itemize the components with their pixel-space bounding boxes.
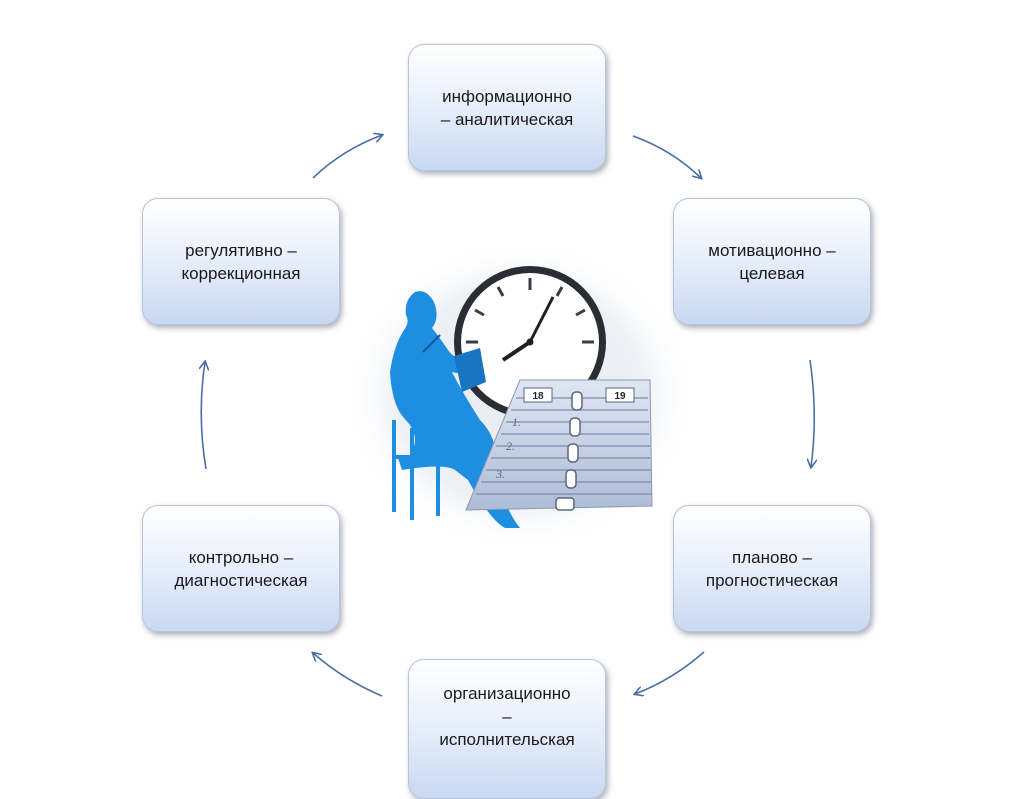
node-label: контрольно – диагностическая [174, 547, 308, 590]
cycle-arrows [0, 0, 1024, 697]
arrow-bottom-to-bottomleft [313, 653, 383, 697]
arrow-topleft-to-top [312, 135, 382, 179]
node-organizational-executive: организационно – исполнительская [408, 659, 606, 799]
node-label: регулятивно – коррекционная [181, 240, 301, 283]
node-control-diagnostic: контрольно – диагностическая [142, 505, 340, 632]
node-information-analytical: информационно – аналитическая [408, 44, 606, 171]
list-item-3: 3. [495, 467, 505, 481]
arrow-bottomleft-to-topleft [201, 362, 206, 470]
calendar-page-right: 19 [614, 391, 626, 402]
node-label: организационно – исполнительская [439, 684, 575, 749]
calendar-planner-icon: 18 19 1. 2. 3. [465, 379, 653, 511]
arrow-bottomright-to-bottom [635, 651, 705, 694]
node-label: планово – прогностическая [705, 547, 839, 590]
node-label: мотивационно – целевая [708, 240, 836, 283]
node-label: информационно – аналитическая [440, 86, 574, 129]
arrow-top-to-topright [632, 135, 701, 178]
node-regulatory-corrective: регулятивно – коррекционная [142, 198, 340, 325]
list-item-2: 2. [506, 439, 515, 453]
planning-clock-calendar-icon: 18 19 1. 2. 3. [345, 240, 695, 550]
arrow-topright-to-bottomright [810, 359, 814, 467]
list-item-1: 1. [512, 415, 521, 429]
node-motivational-target: мотивационно – целевая [673, 198, 871, 325]
node-planning-prognostic: планово – прогностическая [673, 505, 871, 632]
calendar-page-left: 18 [532, 391, 544, 402]
binder-rings-icon [555, 391, 583, 511]
